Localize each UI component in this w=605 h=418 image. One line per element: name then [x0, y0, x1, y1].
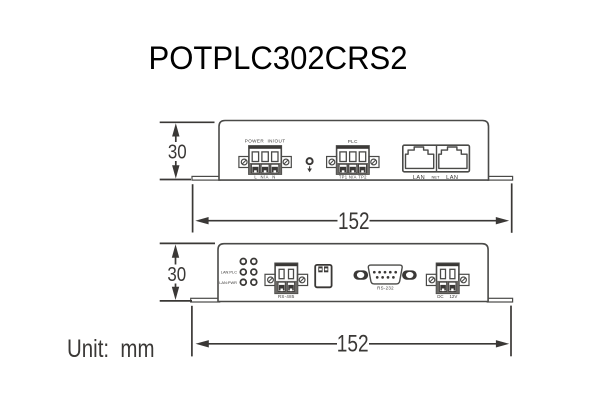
svg-text:Unit: mm: Unit: mm	[67, 335, 155, 363]
svg-text:12V: 12V	[449, 294, 457, 299]
svg-text:L N/A N: L N/A N	[254, 175, 276, 180]
svg-text:TP1 N/A TP2: TP1 N/A TP2	[339, 175, 367, 180]
svg-text:LAN:PWR: LAN:PWR	[219, 280, 237, 285]
svg-text:POWER IN/OUT: POWER IN/OUT	[245, 138, 286, 143]
svg-text:NET: NET	[432, 174, 441, 179]
svg-text:LAN:PLC: LAN:PLC	[221, 270, 237, 275]
svg-text:152: 152	[338, 208, 370, 235]
svg-text:POTPLC302CRS2: POTPLC302CRS2	[149, 40, 408, 76]
svg-text:RS-232: RS-232	[377, 286, 394, 291]
svg-text:LAN: LAN	[413, 175, 425, 181]
svg-text:152: 152	[337, 330, 369, 357]
svg-text:RS-485: RS-485	[278, 294, 295, 299]
svg-text:DC: DC	[437, 294, 443, 299]
svg-text:30: 30	[168, 142, 187, 164]
svg-text:PLC: PLC	[348, 139, 358, 144]
svg-text:LAN: LAN	[446, 175, 458, 181]
svg-text:30: 30	[167, 264, 186, 286]
